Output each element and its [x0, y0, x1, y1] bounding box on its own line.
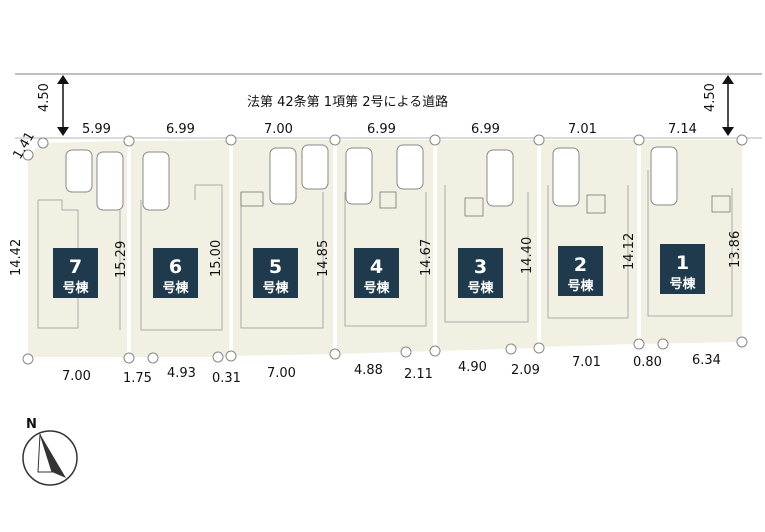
lot-7-back: 7.00 — [62, 369, 91, 384]
compass: N — [22, 417, 78, 486]
svg-text:4: 4 — [370, 256, 383, 278]
boundary-posts — [22, 134, 748, 365]
svg-text:号棟: 号棟 — [363, 280, 390, 296]
compass-north-label: N — [26, 417, 37, 432]
car-icon — [65, 149, 93, 193]
car-icon — [650, 146, 678, 206]
road: 法第 42条第 1項第 2号による道路 4.50 4.50 — [15, 73, 762, 139]
lot-1-back-b: 6.34 — [692, 353, 721, 368]
svg-text:2: 2 — [574, 254, 587, 276]
lot-6-front: 6.99 — [166, 122, 195, 137]
lot-5-right-depth: 14.85 — [316, 240, 331, 277]
car-icon — [142, 151, 170, 211]
parking — [65, 144, 678, 211]
car-icon — [396, 144, 424, 190]
road-width-right: 4.50 — [703, 83, 718, 112]
road-label: 法第 42条第 1項第 2号による道路 — [247, 94, 448, 110]
svg-text:号棟: 号棟 — [467, 280, 494, 296]
lot-6-back-b: 4.93 — [167, 366, 196, 381]
lot-4-back-a: 4.88 — [354, 363, 383, 378]
lot-6-badge[interactable]: 6 号棟 — [153, 248, 198, 298]
lot-3-back-a: 4.90 — [458, 360, 487, 375]
car-icon — [96, 151, 124, 211]
lot-4-back-b: 2.11 — [404, 367, 433, 382]
lot-3-right-depth: 14.40 — [520, 237, 535, 274]
svg-text:1: 1 — [676, 252, 689, 274]
car-icon — [345, 147, 373, 205]
lot-3-front: 6.99 — [471, 122, 500, 137]
svg-text:6: 6 — [169, 256, 182, 278]
lot-2-back: 7.01 — [572, 355, 601, 370]
svg-text:号棟: 号棟 — [62, 280, 89, 296]
svg-text:号棟: 号棟 — [262, 280, 289, 296]
lot-6-right-depth: 15.00 — [209, 240, 224, 277]
lot-7-left-depth: 14.42 — [9, 239, 24, 276]
lot-4-right-depth: 14.67 — [419, 239, 434, 276]
lot-5-back: 7.00 — [267, 366, 296, 381]
svg-text:号棟: 号棟 — [567, 278, 594, 294]
road-width-arrow-left: 4.50 — [37, 75, 69, 136]
lot-7-right-depth: 15.29 — [114, 241, 129, 278]
car-icon — [269, 147, 297, 205]
lot-7-badge[interactable]: 7 号棟 — [53, 248, 98, 298]
lot-1-back-a: 0.80 — [633, 355, 662, 370]
lot-3-back-b: 2.09 — [511, 363, 540, 378]
svg-text:号棟: 号棟 — [162, 280, 189, 296]
compass-needle — [40, 434, 66, 478]
road-width-arrow-right: 4.50 — [703, 75, 734, 136]
car-icon — [486, 149, 514, 207]
lot-1-front: 7.14 — [668, 122, 697, 137]
lot-2-right-depth: 14.12 — [622, 233, 637, 270]
back-dimensions: 7.00 1.75 4.93 0.31 7.00 4.88 2.11 4.90 … — [62, 353, 721, 386]
lot-1-right-depth: 13.86 — [728, 231, 743, 268]
lot-6-back-a: 1.75 — [123, 371, 152, 386]
lot-7-front: 5.99 — [82, 122, 111, 137]
lot-1-badge[interactable]: 1 号棟 — [660, 244, 705, 294]
lot-5-front: 7.00 — [264, 122, 293, 137]
svg-text:7: 7 — [69, 256, 82, 278]
car-icon — [552, 147, 580, 207]
svg-text:号棟: 号棟 — [669, 276, 696, 292]
lot-6-back-c: 0.31 — [212, 371, 241, 386]
road-width-left: 4.50 — [37, 83, 52, 112]
lot-2-badge[interactable]: 2 号棟 — [558, 246, 603, 296]
lot-4-front: 6.99 — [367, 122, 396, 137]
entrances — [240, 191, 731, 217]
svg-text:3: 3 — [474, 256, 487, 278]
depth-dimensions: 14.42 15.29 15.00 14.85 14.67 14.40 14.1… — [9, 231, 743, 278]
car-icon — [301, 144, 329, 190]
lot-4-badge[interactable]: 4 号棟 — [354, 248, 399, 298]
svg-text:5: 5 — [269, 256, 282, 278]
lot-3-badge[interactable]: 3 号棟 — [458, 248, 503, 298]
lot-5-badge[interactable]: 5 号棟 — [253, 248, 298, 298]
lot-2-front: 7.01 — [568, 122, 597, 137]
